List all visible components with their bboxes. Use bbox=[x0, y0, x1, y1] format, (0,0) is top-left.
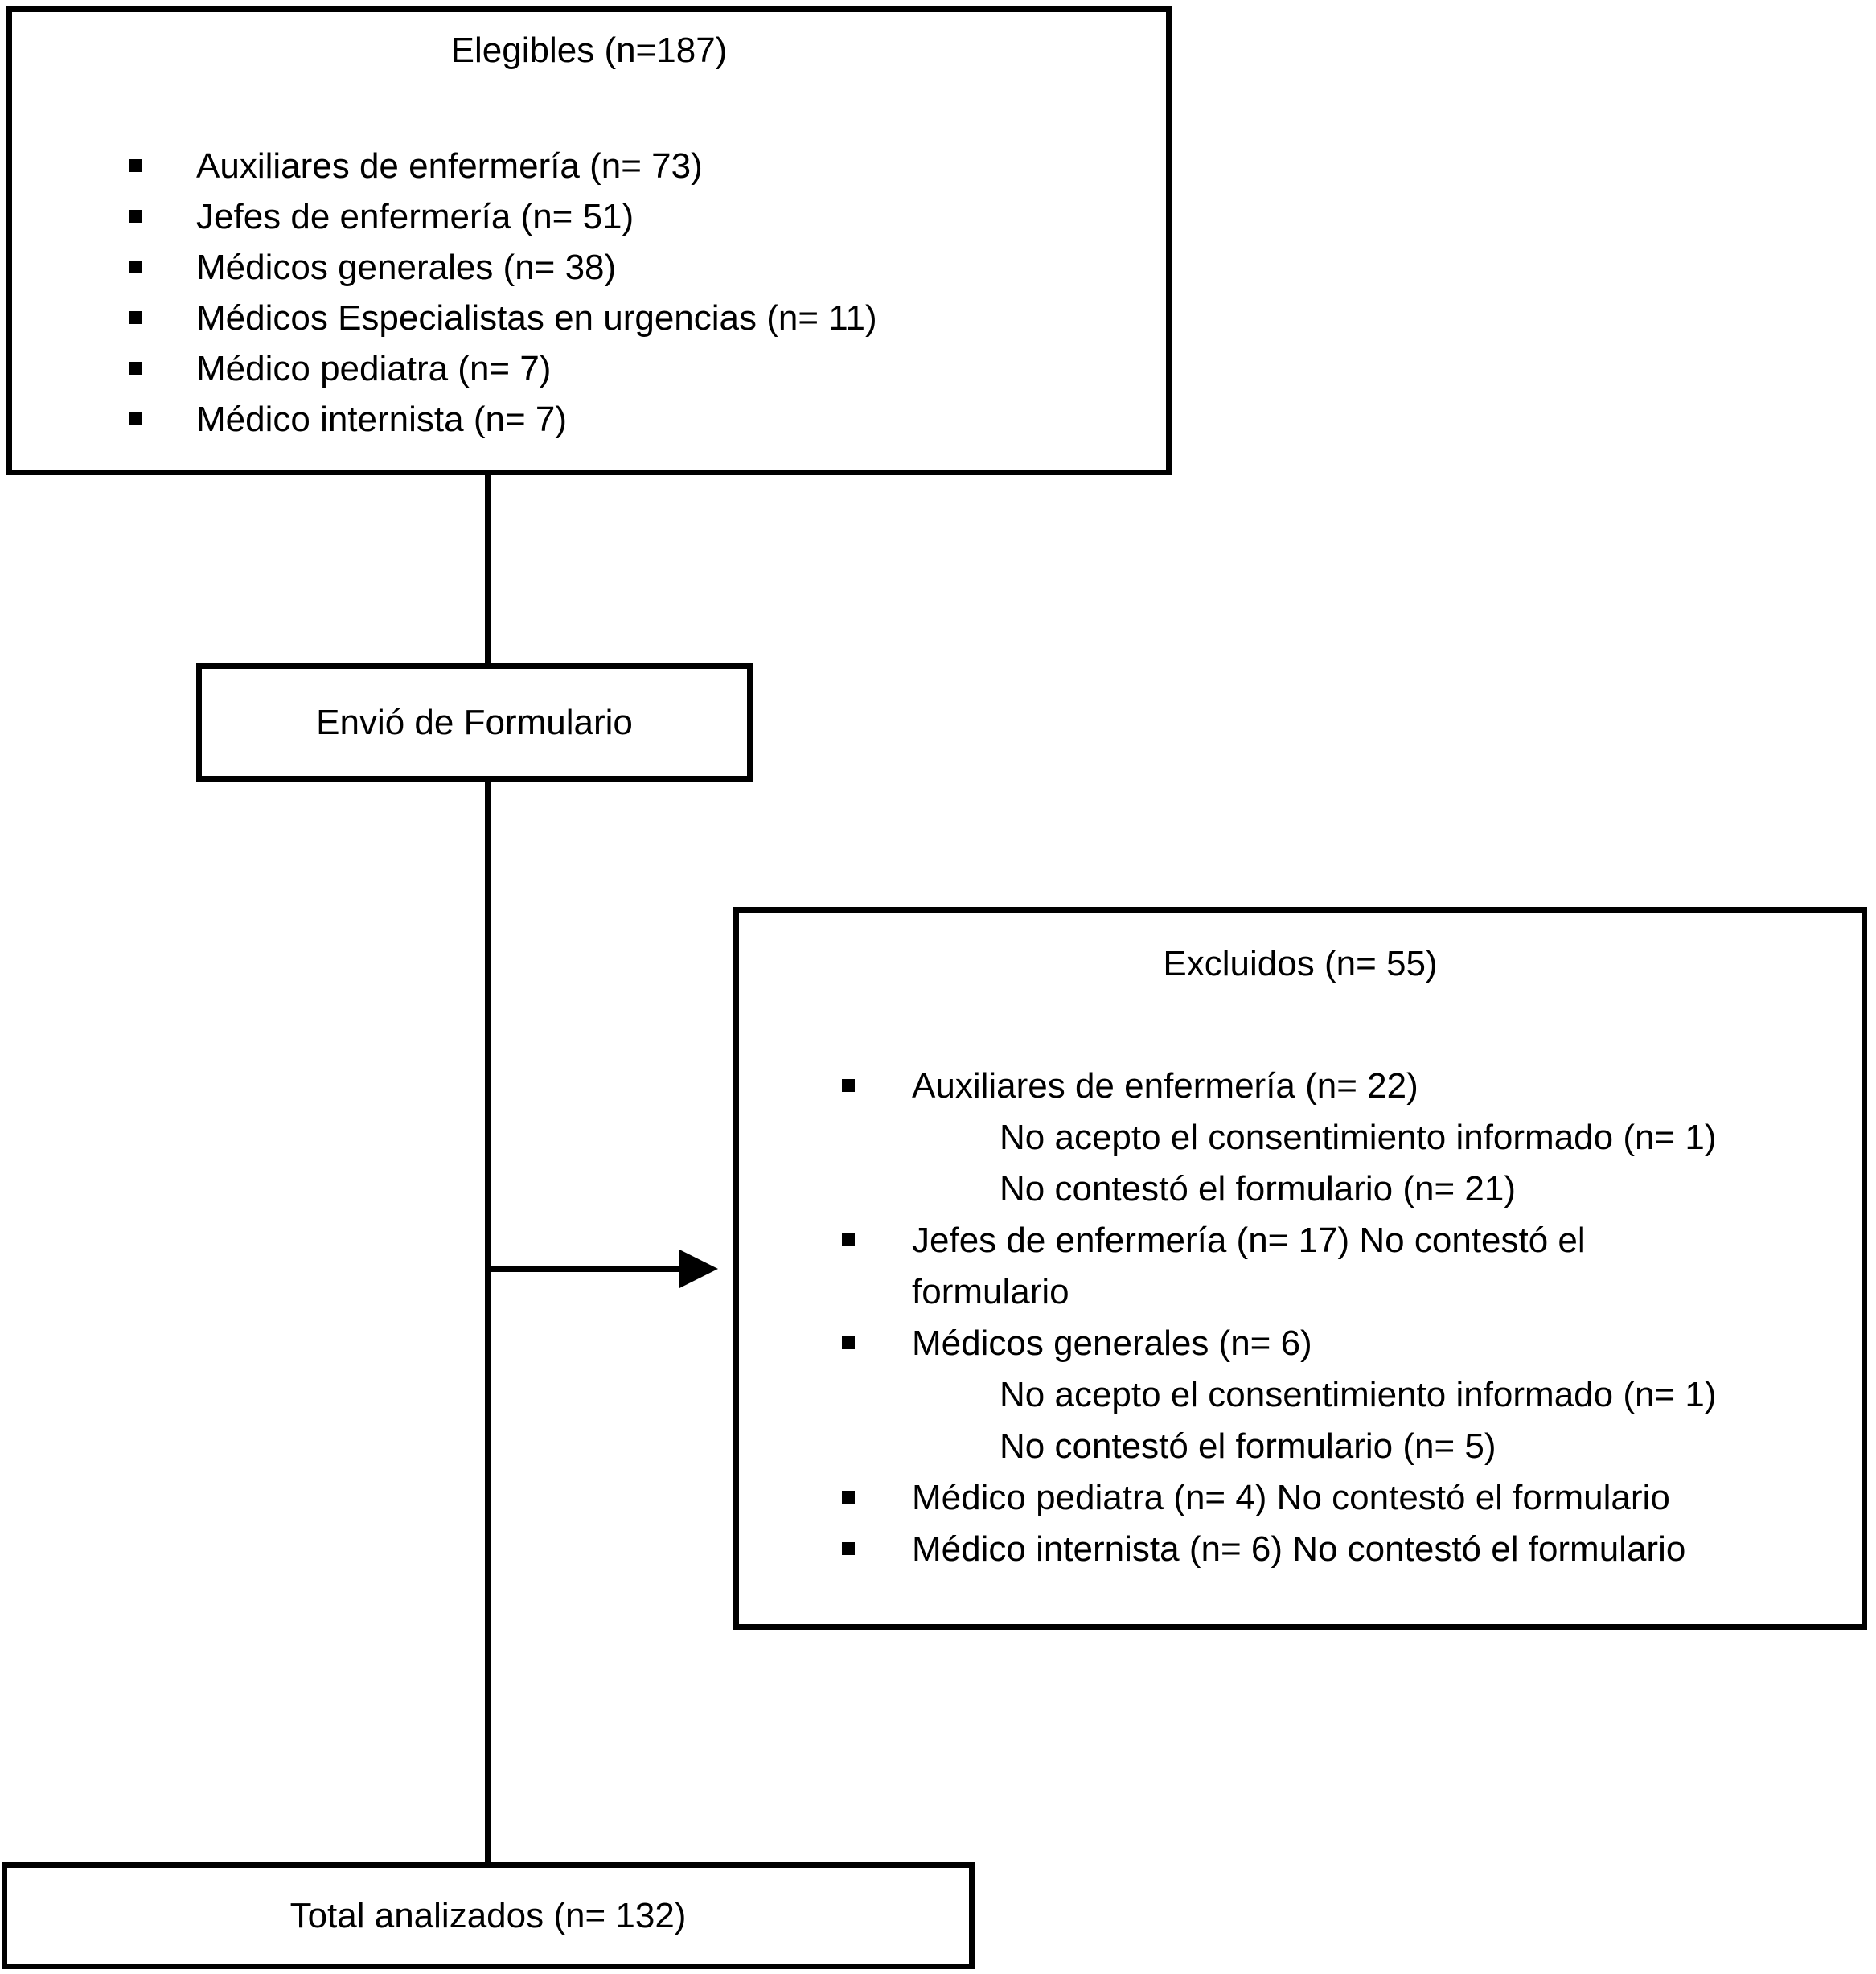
connector-line-top bbox=[485, 474, 491, 665]
excluded-box: Excluidos (n= 55) Auxiliares de enfermer… bbox=[733, 907, 1867, 1630]
list-subitem: No acepto el consentimiento informado (n… bbox=[739, 1112, 1862, 1163]
list-subitem: No contestó el formulario (n= 5) bbox=[739, 1421, 1862, 1472]
excluded-list: Auxiliares de enfermería (n= 22) No acep… bbox=[739, 1061, 1862, 1575]
bullet-icon bbox=[129, 343, 196, 394]
bullet-icon bbox=[129, 242, 196, 293]
eligible-list: Auxiliares de enfermería (n= 73) Jefes d… bbox=[12, 141, 1166, 445]
list-subitem: No acepto el consentimiento informado (n… bbox=[739, 1369, 1862, 1421]
list-item-label: Jefes de enfermería (n= 17) No contestó … bbox=[912, 1221, 1586, 1260]
list-subitem-label: No contestó el formulario (n= 21) bbox=[1000, 1169, 1516, 1209]
list-item: Médicos generales (n= 6) bbox=[739, 1318, 1862, 1369]
bullet-icon bbox=[129, 293, 196, 343]
bullet-icon bbox=[129, 394, 196, 445]
list-item: Médicos Especialistas en urgencias (n= 1… bbox=[12, 293, 1166, 343]
eligible-box-title: Elegibles (n=187) bbox=[450, 31, 728, 70]
list-subitem-label: No acepto el consentimiento informado (n… bbox=[1000, 1375, 1717, 1414]
list-item-label: Médicos generales (n= 6) bbox=[912, 1324, 1312, 1363]
form-box: Envió de Formulario bbox=[196, 663, 753, 782]
list-item-label: Auxiliares de enfermería (n= 73) bbox=[196, 146, 703, 186]
total-box: Total analizados (n= 132) bbox=[2, 1862, 975, 1969]
list-item-label: formulario bbox=[912, 1272, 1069, 1311]
list-item-label: Médico pediatra (n= 4) No contestó el fo… bbox=[912, 1478, 1670, 1517]
bullet-icon bbox=[842, 1524, 912, 1575]
list-item: Jefes de enfermería (n= 51) bbox=[12, 191, 1166, 242]
list-item-label: Médico internista (n= 7) bbox=[196, 400, 567, 439]
connector-line-bottom bbox=[485, 780, 491, 1864]
bullet-icon bbox=[842, 1472, 912, 1524]
list-item: Jefes de enfermería (n= 17) No contestó … bbox=[739, 1215, 1862, 1266]
list-subitem: No contestó el formulario (n= 21) bbox=[739, 1163, 1862, 1215]
arrowhead-icon bbox=[679, 1250, 718, 1288]
arrow-line bbox=[488, 1266, 683, 1272]
list-item-label: Médicos generales (n= 38) bbox=[196, 248, 617, 287]
bullet-icon bbox=[842, 1215, 912, 1266]
list-subitem-label: No contestó el formulario (n= 5) bbox=[1000, 1426, 1496, 1466]
list-item-continuation: formulario bbox=[739, 1266, 1862, 1318]
list-item: Médicos generales (n= 38) bbox=[12, 242, 1166, 293]
excluded-box-title: Excluidos (n= 55) bbox=[1163, 944, 1438, 983]
list-item: Auxiliares de enfermería (n= 22) bbox=[739, 1061, 1862, 1112]
list-item: Médico pediatra (n= 4) No contestó el fo… bbox=[739, 1472, 1862, 1524]
bullet-icon bbox=[129, 141, 196, 191]
form-box-label: Envió de Formulario bbox=[316, 702, 633, 742]
list-item: Médico internista (n= 6) No contestó el … bbox=[739, 1524, 1862, 1575]
list-item-label: Médico pediatra (n= 7) bbox=[196, 349, 552, 388]
eligible-box: Elegibles (n=187) Auxiliares de enfermer… bbox=[6, 6, 1172, 475]
bullet-icon bbox=[129, 191, 196, 242]
list-item: Médico internista (n= 7) bbox=[12, 394, 1166, 445]
list-subitem-label: No acepto el consentimiento informado (n… bbox=[1000, 1118, 1717, 1157]
list-item-label: Médico internista (n= 6) No contestó el … bbox=[912, 1529, 1686, 1569]
list-item-label: Auxiliares de enfermería (n= 22) bbox=[912, 1066, 1418, 1106]
list-item-label: Médicos Especialistas en urgencias (n= 1… bbox=[196, 298, 877, 338]
list-item-label: Jefes de enfermería (n= 51) bbox=[196, 197, 634, 236]
list-item: Auxiliares de enfermería (n= 73) bbox=[12, 141, 1166, 191]
total-box-label: Total analizados (n= 132) bbox=[289, 1895, 687, 1935]
bullet-icon bbox=[842, 1061, 912, 1112]
list-item: Médico pediatra (n= 7) bbox=[12, 343, 1166, 394]
bullet-icon bbox=[842, 1318, 912, 1369]
